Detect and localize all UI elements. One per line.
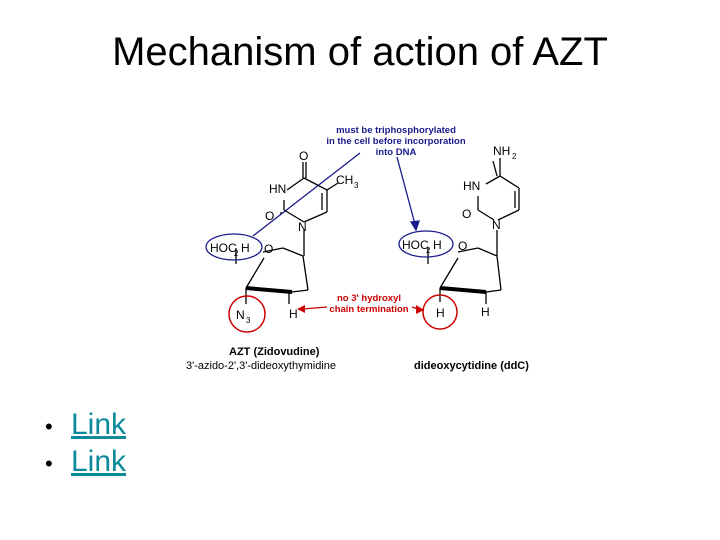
svg-text:H: H (289, 307, 298, 321)
blue-pointer-lines (252, 152, 420, 237)
svg-text:O: O (299, 149, 308, 163)
link-1[interactable]: Link (71, 408, 127, 441)
svg-text:CH: CH (336, 173, 353, 187)
ddc-hoch2-group: HOC 2 H (398, 230, 454, 258)
pointer-line-ddc (396, 156, 417, 229)
ddc-atom-labels: NH 2 HN O N O H (458, 144, 517, 319)
svg-text:HN: HN (463, 179, 480, 193)
svg-text:3: 3 (246, 316, 251, 325)
list-item: • Link (45, 443, 126, 480)
svg-text:O: O (264, 242, 273, 256)
triphosphorylation-note: must be triphosphorylated in the cell be… (326, 125, 466, 158)
svg-text:H: H (241, 241, 250, 255)
list-item: • Link (45, 406, 126, 443)
svg-text:NH: NH (493, 144, 510, 158)
svg-text:3: 3 (354, 181, 359, 190)
azt-structure (235, 162, 339, 304)
svg-text:H: H (481, 305, 490, 319)
svg-text:must be triphosphorylated: must be triphosphorylated (336, 125, 456, 136)
chain-termination-note: no 3' hydroxyl chain termination (329, 293, 408, 315)
red-pointer-arrows (297, 305, 424, 314)
svg-text:O: O (462, 207, 471, 221)
link-list: • Link • Link (45, 406, 126, 480)
azt-mechanism-diagram: must be triphosphorylated in the cell be… (186, 125, 529, 372)
pointer-line-azt (252, 152, 361, 237)
azt-hoch2-group: HOC 2 H (205, 233, 263, 261)
link-2[interactable]: Link (71, 445, 127, 478)
ddc-structure (427, 158, 520, 304)
azt-azido-group: N 3 (228, 295, 266, 333)
svg-text:N: N (492, 218, 501, 232)
svg-text:HN: HN (269, 182, 286, 196)
svg-text:H: H (436, 306, 445, 320)
svg-text:HOC: HOC (210, 241, 237, 255)
diagram-captions: AZT (Zidovudine) 3'-azido-2',3'-dideoxyt… (186, 346, 529, 372)
azt-methyl-bond (326, 182, 339, 191)
svg-text:AZT (Zidovudine): AZT (Zidovudine) (229, 346, 320, 358)
bullet-icon: • (45, 413, 53, 439)
svg-text:O: O (265, 209, 274, 223)
svg-text:O: O (458, 239, 467, 253)
pointer-arrowhead (409, 220, 420, 232)
svg-text:into DNA: into DNA (376, 147, 417, 158)
svg-text:N: N (298, 220, 307, 234)
svg-text:2: 2 (426, 246, 431, 255)
svg-text:in the cell before incorporati: in the cell before incorporation (326, 136, 466, 147)
svg-text:2: 2 (234, 249, 239, 258)
svg-text:N: N (236, 308, 245, 322)
bullet-icon: • (45, 450, 53, 476)
svg-text:chain termination: chain termination (329, 304, 408, 315)
svg-text:2: 2 (512, 152, 517, 161)
ddc-3prime-h-group: H (422, 294, 458, 330)
svg-text:HOC: HOC (402, 238, 429, 252)
svg-text:no 3' hydroxyl: no 3' hydroxyl (337, 293, 401, 304)
svg-text:H: H (433, 238, 442, 252)
svg-text:3'-azido-2',3'-dideoxythymidin: 3'-azido-2',3'-dideoxythymidine (186, 360, 336, 372)
slide-title: Mechanism of action of AZT (112, 30, 608, 74)
azt-atom-labels: O HN CH 3 O N O H (264, 149, 359, 321)
svg-text:dideoxycytidine (ddC): dideoxycytidine (ddC) (414, 360, 529, 372)
